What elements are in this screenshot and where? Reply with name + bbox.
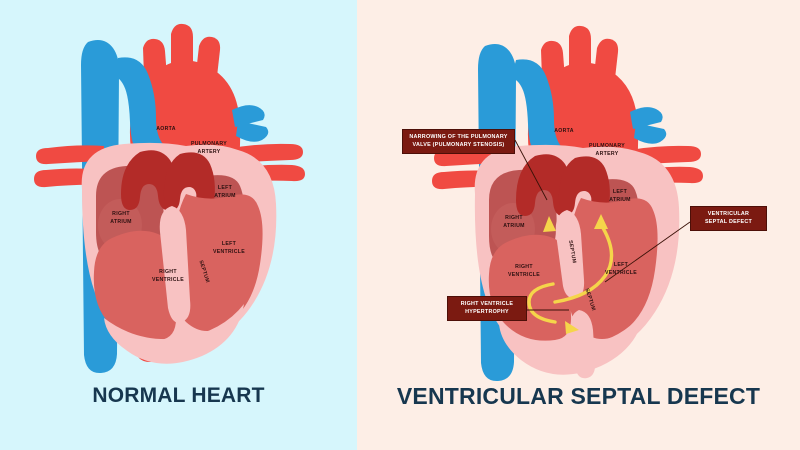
left-ventricle-shape	[566, 198, 658, 339]
label-pulmonary-artery-line2: ARTERY	[198, 149, 221, 155]
aortic-valve-shape	[163, 152, 215, 212]
callout-right-ventricle-hypertrophy: RIGHT VENTRICLE HYPERTROPHY	[447, 296, 527, 322]
stenotic-pulmonic-valve-shape	[516, 154, 572, 217]
leader-line-stenosis	[514, 139, 548, 201]
aortic-branch-3	[193, 36, 221, 103]
aortic-branch-2	[569, 25, 591, 104]
septum-shape	[159, 206, 191, 323]
vena-cava-branch-1	[36, 145, 104, 165]
aortic-valve-shape	[558, 156, 610, 216]
left-ventricle-shape	[171, 194, 263, 331]
flow-arrow-left-path	[527, 282, 557, 324]
callout-vsd-line1: VENTRICULAR	[707, 211, 750, 217]
callout-ventricular-septal-defect: VENTRICULAR SEPTAL DEFECT	[690, 206, 767, 232]
label-pulmonary-artery-line1: PULMONARY	[589, 143, 625, 149]
aortic-branch-2	[171, 23, 193, 102]
apex-fold-shape	[499, 310, 645, 375]
label-left-ventricle-line1: LEFT	[614, 262, 629, 268]
aortic-branch-3	[591, 38, 619, 105]
callout-pulmonary-stenosis: NARROWING OF THE PULMONARY VALVE (PULMON…	[402, 129, 515, 155]
callout-rvh-line2: HYPERTROPHY	[465, 308, 509, 315]
panel-title-normal-heart: NORMAL HEART	[92, 384, 265, 407]
flow-arrow-tail-head	[565, 321, 579, 334]
label-right-atrium-line2: ATRIUM	[503, 223, 525, 229]
label-left-atrium-line2: ATRIUM	[214, 193, 236, 199]
callout-vsd-line2: SEPTAL DEFECT	[704, 218, 753, 225]
flow-arrow-left-head	[543, 216, 556, 232]
label-pulmonary-artery-line1: PULMONARY	[191, 141, 227, 147]
label-right-ventricle-line2: VENTRICLE	[152, 277, 184, 283]
vsd-heart-labels: AORTA PULMONARY ARTERY RIGHT ATRIUM LEFT…	[503, 128, 637, 312]
pulmonary-branch-lower	[634, 123, 667, 144]
callout-stenosis-line1: NARROWING OF THE PULMONARY	[409, 134, 508, 140]
label-aorta: AORTA	[554, 128, 574, 134]
label-left-ventricle-line1: LEFT	[222, 241, 237, 247]
septum-upper-shape	[555, 210, 585, 299]
pulmonic-valve-shape	[121, 150, 177, 211]
panel-normal-heart: AORTA PULMONARY ARTERY RIGHT ATRIUM LEFT…	[0, 0, 357, 450]
blood-flow-arrows	[527, 226, 614, 324]
label-right-ventricle-line1: RIGHT	[515, 264, 533, 270]
label-right-atrium-line1: RIGHT	[505, 215, 523, 221]
label-right-ventricle-line1: RIGHT	[159, 269, 177, 275]
callout-leader-lines	[514, 139, 691, 311]
label-left-atrium-line1: LEFT	[218, 185, 233, 191]
label-septum-upper: SEPTUM	[567, 240, 577, 264]
callout-stenosis-line2: VALVE (PULMONARY STENOSIS)	[412, 141, 505, 148]
label-right-atrium-line2: ATRIUM	[110, 219, 132, 225]
right-ventricle-shape	[93, 230, 177, 341]
normal-heart-illustration: AORTA PULMONARY ARTERY RIGHT ATRIUM LEFT…	[34, 23, 305, 374]
label-left-atrium-line2: ATRIUM	[609, 197, 631, 203]
label-left-ventricle-line2: VENTRICLE	[605, 270, 637, 276]
label-left-ventricle-line2: VENTRICLE	[213, 249, 245, 255]
apex-fold-shape	[104, 304, 244, 364]
label-pulmonary-artery-line2: ARTERY	[596, 151, 619, 157]
label-right-atrium-line1: RIGHT	[112, 211, 130, 217]
pulmonary-branch-lower	[236, 121, 269, 142]
flow-arrow-right-path	[553, 226, 614, 304]
callout-rvh-line1: RIGHT VENTRICLE	[460, 301, 514, 307]
label-aorta: AORTA	[156, 126, 176, 132]
leader-line-vsd	[604, 221, 691, 283]
panel-title-vsd: VENTRICULAR SEPTAL DEFECT	[396, 383, 761, 409]
label-right-ventricle-line2: VENTRICLE	[508, 272, 540, 278]
flow-arrow-right-head	[594, 214, 608, 229]
label-left-atrium-line1: LEFT	[613, 189, 628, 195]
